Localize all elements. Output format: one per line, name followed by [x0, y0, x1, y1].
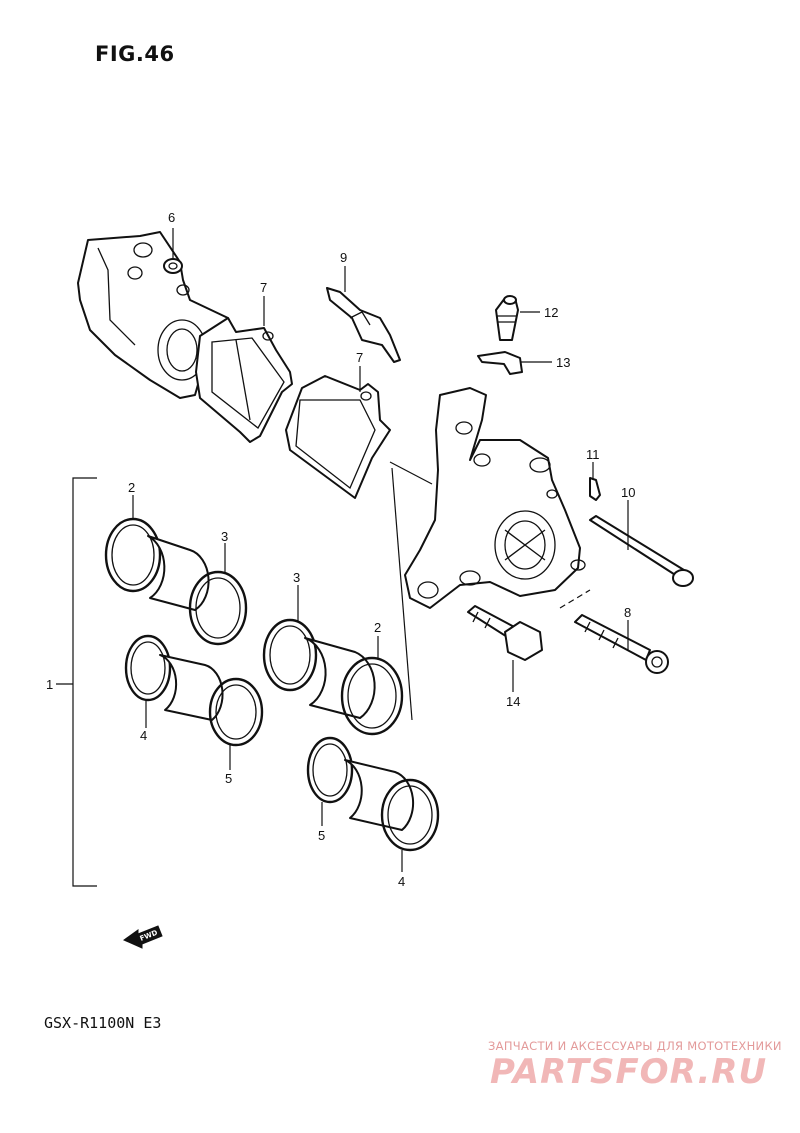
callout-7: 7: [260, 280, 267, 295]
callout-14: 14: [506, 694, 520, 709]
watermark-logo: PARTSFOR.RU: [490, 1052, 768, 1092]
fwd-arrow-icon: FWD: [122, 925, 163, 949]
callout-5: 5: [225, 771, 232, 786]
callout-11: 11: [586, 447, 600, 462]
callout-12: 12: [544, 305, 558, 320]
kit-bracket: [72, 477, 97, 887]
watermark-tagline: ЗАПЧАСТИ И АКСЕССУАРЫ ДЛЯ МОТОТЕХНИКИ: [488, 1039, 782, 1053]
piston-group-center: [262, 618, 404, 736]
pad-pin-10: [589, 515, 694, 587]
pad-spring-9: [326, 287, 401, 363]
callout-13: 13: [556, 355, 570, 370]
clip-11: [589, 477, 601, 501]
bleeder-cap-13: [477, 351, 523, 375]
outer-caliper-half: [77, 231, 236, 399]
inner-caliper-half: [404, 387, 586, 609]
callout-6: 6: [168, 210, 175, 225]
piston-group-upper-left: [104, 517, 248, 646]
piston-group-lower-left: [124, 634, 264, 747]
callout-2-second: 2: [374, 620, 381, 635]
callout-9: 9: [340, 250, 347, 265]
callout-labels: 1 2 3 4 5 6 7 8 9 10 11 12 13 14 2 3 4 5…: [46, 210, 635, 889]
callout-7-second: 7: [356, 350, 363, 365]
callout-4: 4: [140, 728, 147, 743]
caliper-bolt-8: [574, 614, 669, 674]
piston-group-bottom: [306, 736, 440, 852]
model-code: GSX-R1100N E3: [44, 1014, 162, 1032]
brake-pad-upper: [195, 317, 293, 443]
callout-3: 3: [221, 529, 228, 544]
callout-10: 10: [621, 485, 635, 500]
bolt-6: [163, 258, 183, 274]
leader-lines: [132, 228, 629, 872]
callout-5-second: 5: [318, 828, 325, 843]
callout-4-second: 4: [398, 874, 405, 889]
callout-2: 2: [128, 480, 135, 495]
bleeder-valve-12: [495, 295, 519, 341]
callout-3-second: 3: [293, 570, 300, 585]
figure-title: FIG.46: [95, 42, 175, 66]
brake-pad-lower: [285, 375, 391, 499]
callout-8: 8: [624, 605, 631, 620]
callout-1: 1: [46, 677, 53, 692]
mounting-bolt-14: [467, 605, 543, 661]
